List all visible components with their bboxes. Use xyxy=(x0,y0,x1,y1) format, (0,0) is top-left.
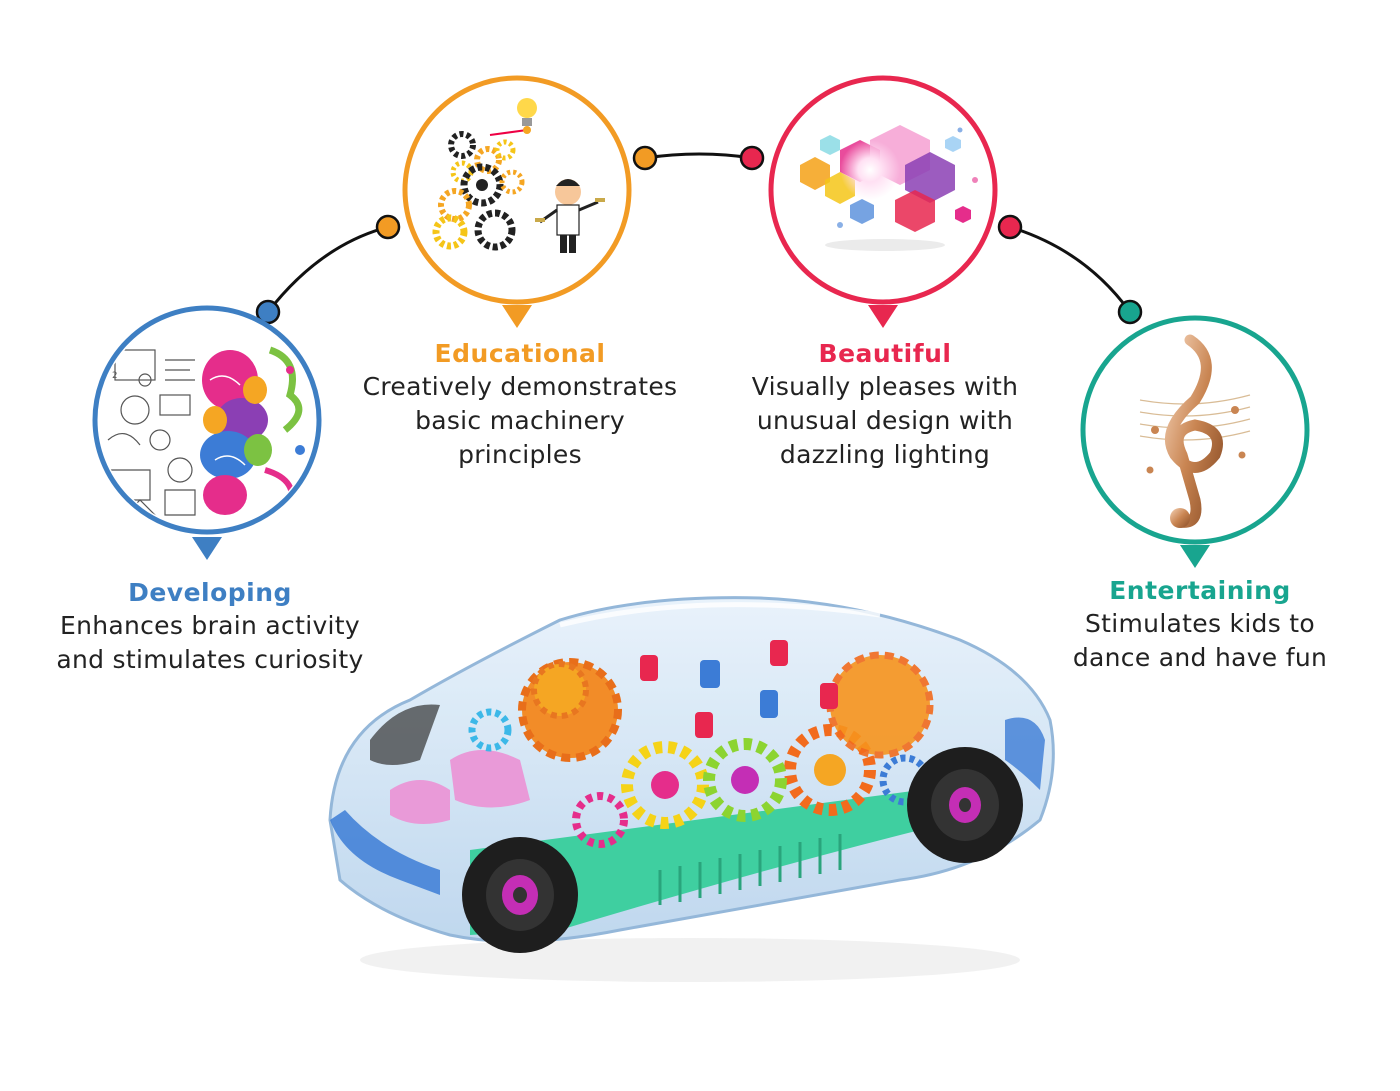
feature-educational: Educational Creatively demonstrates basi… xyxy=(330,338,710,472)
feature-description-line: and stimulates curiosity xyxy=(56,645,364,674)
feature-description-line: principles xyxy=(458,440,582,469)
feature-beautiful: Beautiful Visually pleases with unusual … xyxy=(715,338,1055,472)
feature-description-line: dazzling lighting xyxy=(779,440,991,469)
connector-dot xyxy=(632,145,658,171)
treble-clef-icon xyxy=(1139,334,1251,528)
connector-dot xyxy=(1117,299,1143,325)
pin-developing: 2 23 xyxy=(92,305,322,560)
feature-description-line: Creatively demonstrates xyxy=(362,372,678,401)
svg-text:2: 2 xyxy=(112,371,117,381)
feature-title: Entertaining xyxy=(1109,576,1291,605)
hexagons-icon xyxy=(800,125,978,251)
feature-description-line: basic machinery xyxy=(415,406,625,435)
feature-description-line: Enhances brain activity xyxy=(59,611,360,640)
feature-title: Beautiful xyxy=(818,339,952,368)
feature-developing: Developing Enhances brain activity and s… xyxy=(30,577,390,677)
feature-entertaining: Entertaining Stimulates kids to dance an… xyxy=(1040,575,1360,675)
feature-description-line: Visually pleases with xyxy=(751,372,1019,401)
connector-dot xyxy=(739,145,765,171)
pin-educational xyxy=(402,75,632,328)
feature-description-line: Stimulates kids to xyxy=(1085,609,1315,638)
pin-entertaining xyxy=(1080,315,1310,568)
feature-title: Developing xyxy=(128,578,292,607)
brain-icon: 2 23 xyxy=(107,346,305,528)
front-wheel xyxy=(462,837,578,953)
connector-arc xyxy=(255,145,1143,325)
rear-wheel xyxy=(907,747,1023,863)
connector-dot xyxy=(375,214,401,240)
connector-dot xyxy=(255,299,281,325)
feature-title: Educational xyxy=(434,339,606,368)
feature-description-line: unusual design with xyxy=(756,406,1014,435)
pin-beautiful xyxy=(768,75,998,328)
toy-car-illustration xyxy=(328,596,1055,982)
gears-icon xyxy=(432,98,605,253)
connector-dot xyxy=(997,214,1023,240)
feature-description-line: dance and have fun xyxy=(1072,643,1328,672)
